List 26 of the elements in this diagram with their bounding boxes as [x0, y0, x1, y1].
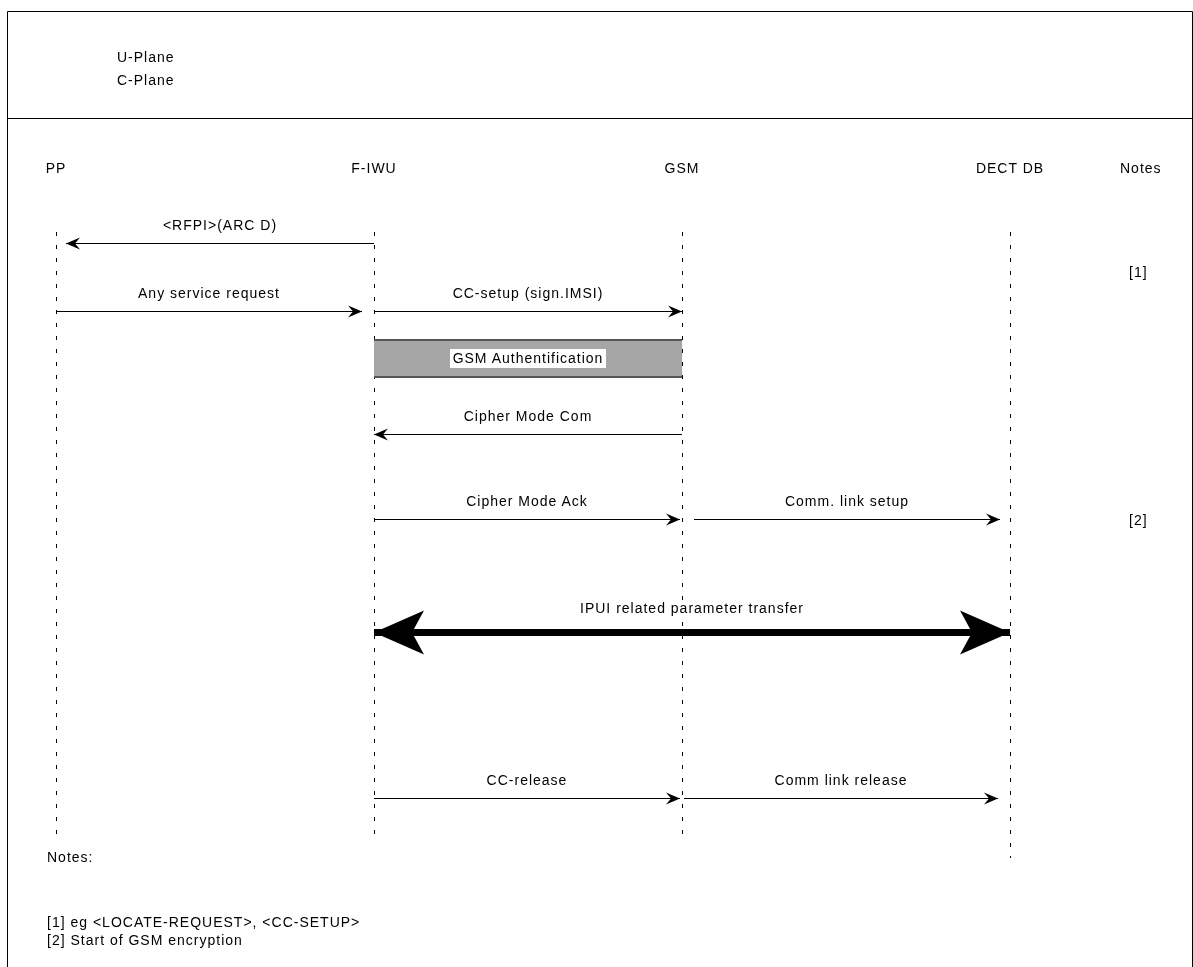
note-reference: [1]	[1129, 264, 1148, 281]
plane-label: C-Plane	[117, 72, 175, 89]
plane-label: U-Plane	[117, 49, 175, 66]
arrow	[373, 428, 683, 441]
edge-label: IPUI related parameter transfer	[578, 600, 806, 617]
edge-label: Cipher Mode Ack	[464, 493, 590, 510]
arrow	[373, 513, 681, 526]
arrow	[373, 792, 681, 805]
participant-label: GSM	[663, 160, 701, 177]
process-bar	[374, 339, 682, 378]
participant-label: F-IWU	[350, 160, 398, 177]
arrow	[373, 305, 683, 318]
note-text: [2] Start of GSM encryption	[47, 932, 243, 949]
edge-label: Any service request	[136, 285, 282, 302]
arrow	[65, 237, 375, 250]
double-arrow	[374, 610, 1010, 655]
column-heading: Notes	[1120, 160, 1162, 177]
note-reference: [2]	[1129, 512, 1148, 529]
arrow	[693, 513, 1001, 526]
arrow	[55, 305, 363, 318]
arrow	[683, 792, 999, 805]
process-label: GSM Authentification	[449, 349, 607, 368]
note-text: [1] eg <LOCATE-REQUEST>, <CC-SETUP>	[47, 914, 361, 931]
participant-label: DECT DB	[974, 160, 1046, 177]
notes-heading: Notes:	[47, 849, 94, 866]
participant-label: PP	[44, 160, 68, 177]
